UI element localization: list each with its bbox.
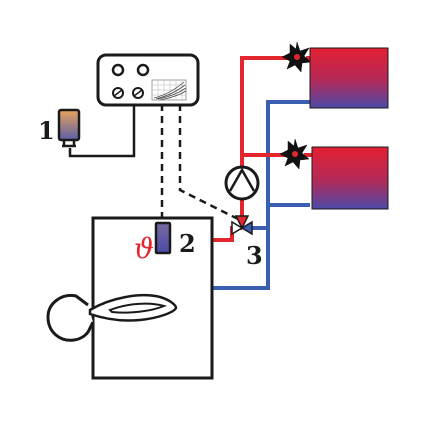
valve-triangle-right xyxy=(240,220,253,236)
thermostatic-valve-icon xyxy=(279,138,310,170)
radiator-lower xyxy=(311,146,389,210)
controller-indicator-2 xyxy=(136,63,150,77)
label-boiler-sensor: 2 xyxy=(179,229,196,258)
signal-cables xyxy=(160,104,241,222)
circulation-pump-icon xyxy=(224,165,260,201)
cable-controller-to-valve xyxy=(178,104,241,222)
theta-symbol: ϑ xyxy=(134,232,154,265)
controller-knob-1 xyxy=(112,87,124,99)
flame-icon xyxy=(88,293,178,322)
burner-fan-icon xyxy=(46,293,95,342)
radiator-upper xyxy=(309,47,389,109)
valve-triangle-top xyxy=(234,215,250,230)
boiler-sensor-body xyxy=(154,221,172,255)
temperature-sensor-icon xyxy=(57,108,81,148)
radiator-icon xyxy=(309,47,389,109)
label-outdoor-sensor: 1 xyxy=(38,116,55,145)
controller-indicator-1 xyxy=(111,63,125,77)
return-pipe-upper-radiator xyxy=(212,100,310,290)
burner-fan-housing xyxy=(46,293,95,342)
radiator-icon xyxy=(311,146,389,210)
return-pipes xyxy=(212,100,310,290)
thermostatic-valve-icon xyxy=(281,41,312,73)
three-way-valve-icon xyxy=(231,215,253,236)
pump-direction-arrow xyxy=(228,167,256,192)
controller-knob-2 xyxy=(132,87,144,99)
pump-housing xyxy=(224,165,260,201)
heating-curve-display-icon xyxy=(151,79,187,101)
valve-triangle-left xyxy=(231,220,244,236)
burner-flame-inner xyxy=(108,302,168,314)
heating-controller-icon xyxy=(96,53,200,107)
outdoor-sensor-body xyxy=(57,108,81,142)
label-mixing-valve: 3 xyxy=(246,241,263,270)
cable-outdoor-sensor xyxy=(68,104,136,158)
boiler-temperature-sensor xyxy=(154,221,172,255)
